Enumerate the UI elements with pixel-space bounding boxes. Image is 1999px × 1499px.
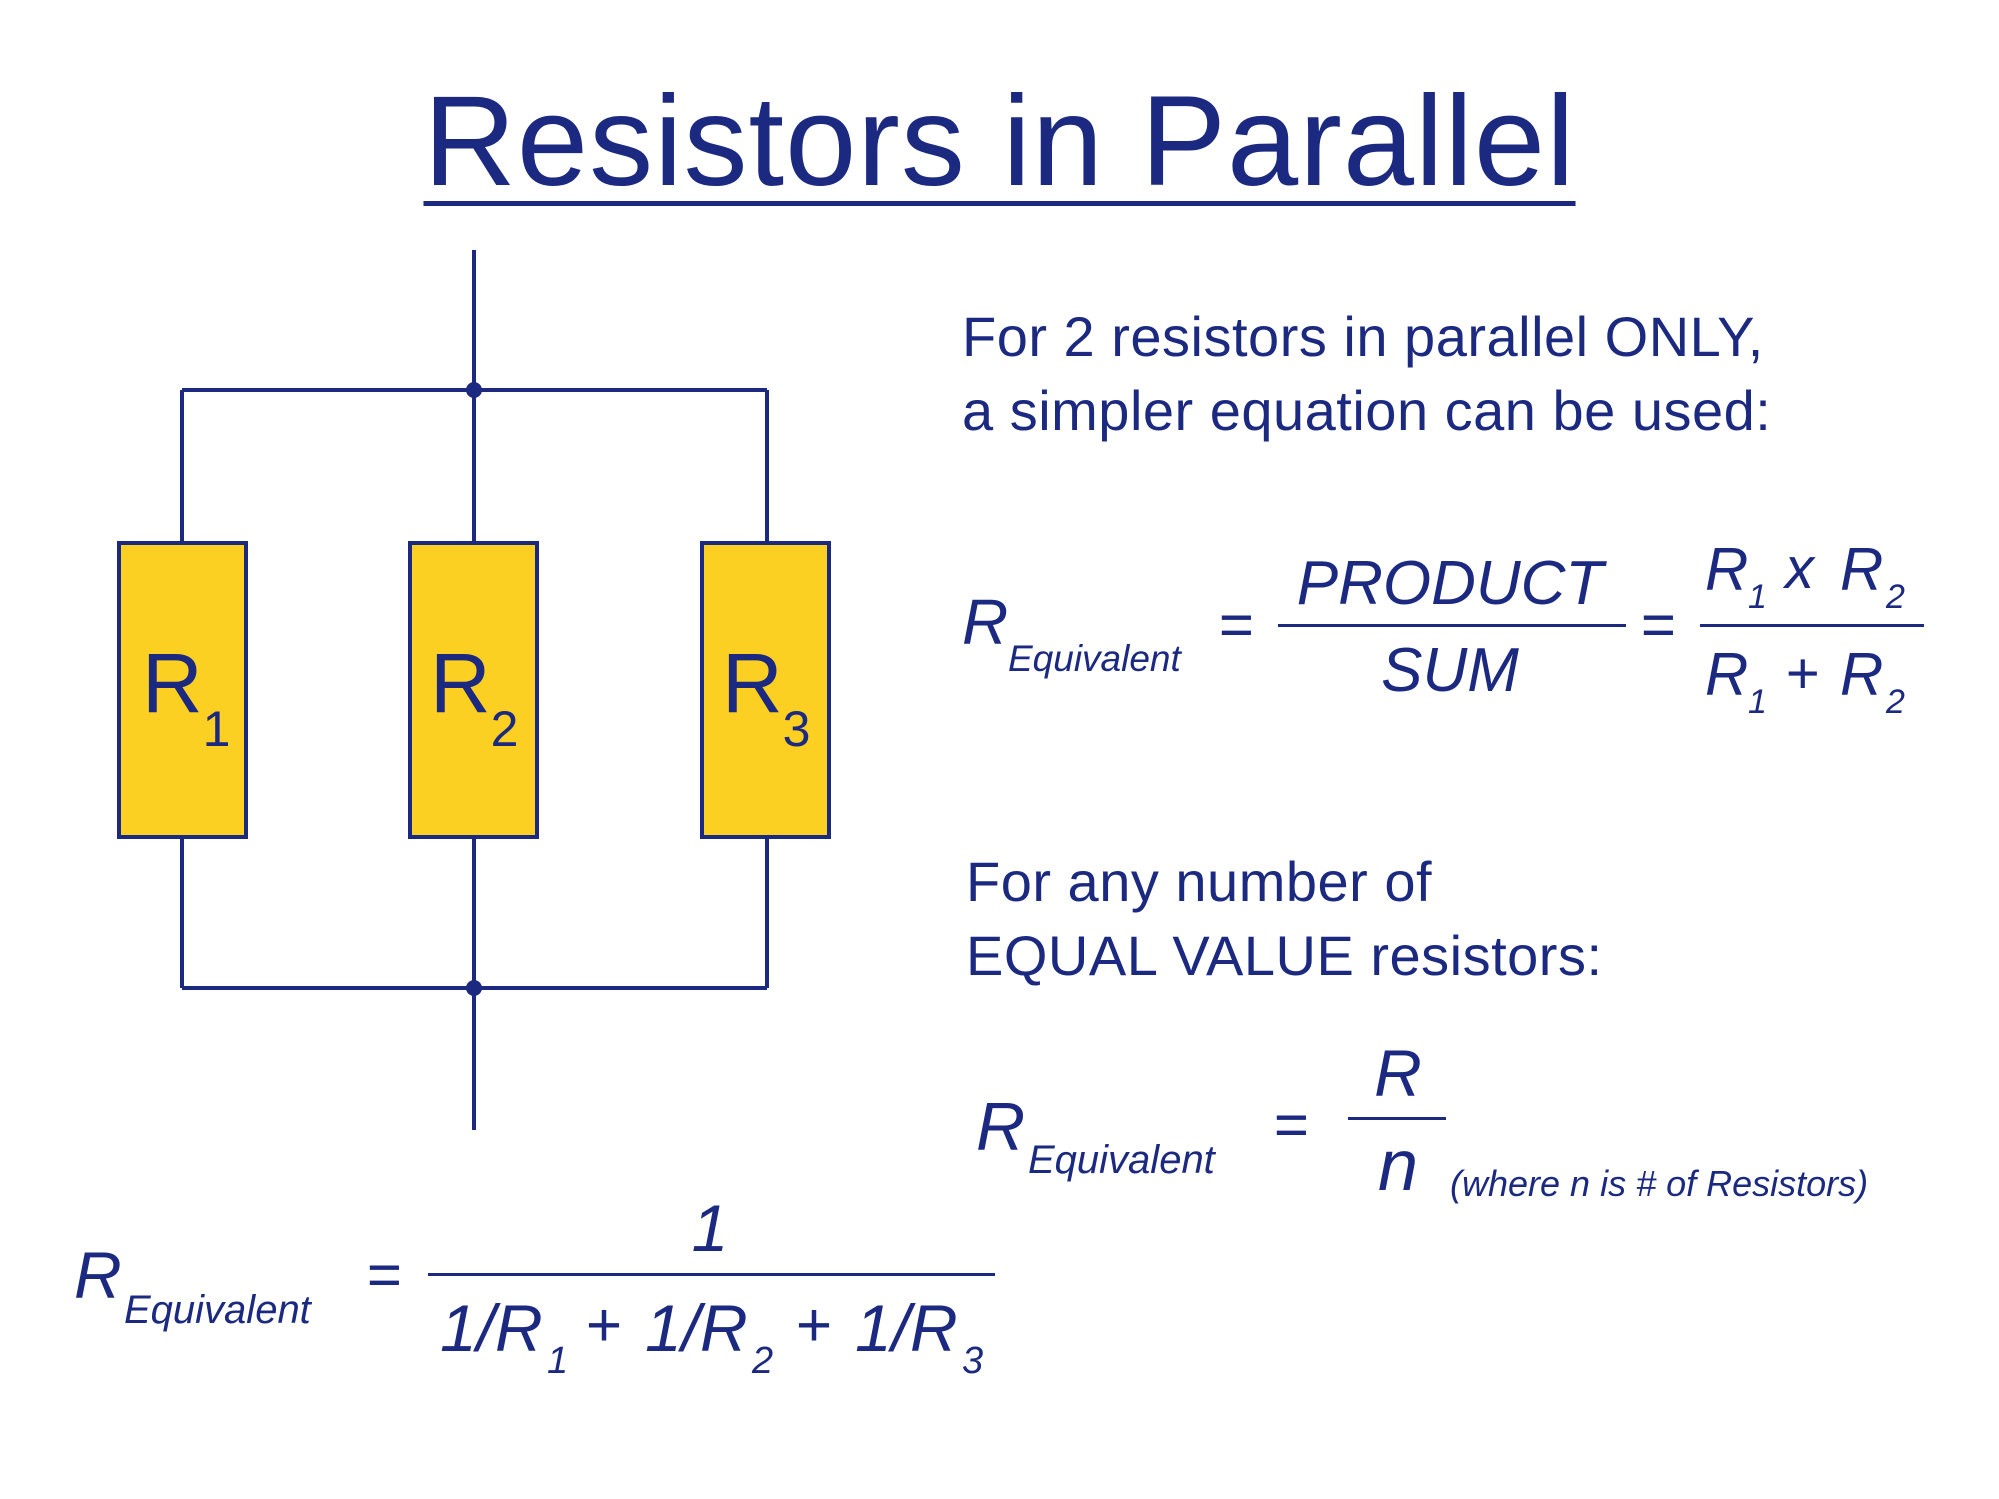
req-subscript: Equivalent [1008,638,1181,679]
page-title: Resistors in Parallel [423,70,1576,213]
req-subscript-3: Equivalent [124,1288,311,1332]
resistor-r3-label: R3 [722,636,810,757]
num-times-sign: x [1785,536,1814,601]
den-r2-symbol: R [1840,641,1884,708]
product-numerator: PRODUCT [1296,549,1604,618]
r-fraction-bar [1700,624,1924,627]
two-resistor-description: For 2 resistors in parallel ONLY, a simp… [962,300,1771,448]
term-1-over-r2: 1/R [645,1291,748,1365]
two-resistor-text-line2: a simpler equation can be used: [962,379,1772,442]
resistor-r2 [408,541,539,839]
resistor-r3 [700,541,831,839]
den-r1-symbol: R [1705,641,1749,708]
term-1-over-r3: 1/R [855,1291,958,1365]
r-over-n-fraction-bar [1348,1117,1446,1120]
req-symbol-3: R [74,1238,122,1312]
equals-sign-3: = [1273,1091,1309,1158]
equals-sign: = [1218,591,1254,658]
one-numerator: 1 [691,1191,729,1265]
product-fraction-bar [1278,624,1626,627]
equal-value-description: For any number of EQUAL VALUE resistors: [966,845,1603,993]
term-r2-index: 2 [752,1340,774,1382]
den-plus-sign: + [1785,641,1819,706]
two-resistor-text-line1: For 2 resistors in parallel ONLY, [962,305,1764,368]
plus-sign-2: + [795,1291,832,1360]
equal-value-text-line1: For any number of [966,850,1433,913]
num-r1-symbol: R [1705,536,1749,603]
req-symbol: R [962,586,1009,658]
equals-sign-4: = [366,1241,402,1308]
general-fraction-bar [428,1273,995,1276]
bottom-junction-dot [466,980,482,996]
term-r1-index: 1 [547,1340,569,1382]
n-explanation-note: (where n is # of Resistors) [1450,1163,1869,1204]
den-r1-index: 1 [1748,683,1767,721]
equal-value-text-line2: EQUAL VALUE resistors: [966,924,1603,987]
num-r2-symbol: R [1840,536,1884,603]
plus-sign-1: + [585,1291,622,1360]
top-junction-dot [466,382,482,398]
r-numerator: R [1374,1036,1422,1110]
num-r2-index: 2 [1886,578,1905,616]
resistor-r2-label: R2 [430,636,518,757]
req-subscript-2: Equivalent [1028,1138,1215,1182]
term-1-over-r1: 1/R [440,1291,543,1365]
resistor-r1 [117,541,248,839]
equals-sign-2: = [1640,591,1676,658]
n-denominator: n [1377,1126,1419,1206]
den-r2-index: 2 [1886,683,1905,721]
num-r1-index: 1 [1748,578,1767,616]
term-r3-index: 3 [962,1340,984,1382]
req-symbol-2: R [976,1089,1026,1165]
resistor-r1-label: R1 [142,636,230,757]
sum-denominator: SUM [1381,636,1519,705]
